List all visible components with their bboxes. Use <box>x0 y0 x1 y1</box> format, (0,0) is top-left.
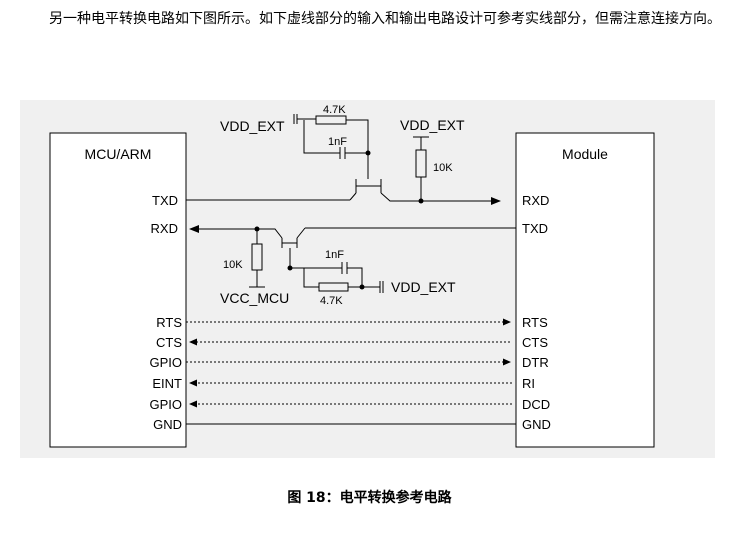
module-block-title: Module <box>562 146 608 162</box>
top-level-shift-circuit <box>186 114 501 205</box>
vcc-mcu-label: VCC_MCU <box>220 290 289 306</box>
mcu-signal-cts: CTS <box>156 335 182 350</box>
capacitor-1nf-label: 1nF <box>328 136 347 148</box>
resistor-10k-label: 10K <box>433 162 453 174</box>
mcu-signal-txd: TXD <box>152 193 178 208</box>
mcu-signal-gpio: GPIO <box>149 355 182 370</box>
module-signal-dcd: DCD <box>522 397 550 412</box>
mcu-signal-eint: EINT <box>152 376 182 391</box>
module-signal-cts: CTS <box>522 335 548 350</box>
module-signal-rts: RTS <box>522 315 548 330</box>
mcu-signal-rts: RTS <box>156 315 182 330</box>
junction-dot <box>287 265 293 271</box>
junction-dot <box>365 150 371 156</box>
module-block <box>515 132 655 448</box>
module-signal-gnd: GND <box>522 417 551 432</box>
vdd-ext-label: VDD_EXT <box>220 118 285 134</box>
intro-paragraph: 另一种电平转换电路如下图所示。如下虚线部分的输入和输出电路设计可参考实线部分，但… <box>49 11 721 27</box>
module-signal-txd: TXD <box>522 221 548 236</box>
module-signal-rxd: RXD <box>522 193 549 208</box>
mcu-signal-gpio: GPIO <box>149 397 182 412</box>
mcu-signal-rxd: RXD <box>151 221 178 236</box>
signal-lines <box>186 318 516 425</box>
resistor-10k-label: 10K <box>223 259 243 271</box>
junction-dot <box>418 198 424 204</box>
junction-dot <box>359 284 365 290</box>
module-signal-ri: RI <box>522 376 535 391</box>
bottom-level-shift-circuit <box>189 225 516 293</box>
figure-caption: 图 18：电平转换参考电路 <box>287 490 452 506</box>
resistor-4k7-label: 4.7K <box>323 104 346 116</box>
vdd-ext-label: VDD_EXT <box>400 117 465 133</box>
junction-dot <box>254 226 260 232</box>
mcu-block <box>49 132 187 448</box>
capacitor-1nf-label: 1nF <box>325 249 344 261</box>
resistor-4k7-label: 4.7K <box>320 295 343 307</box>
mcu-signal-gnd: GND <box>153 417 182 432</box>
mcu-block-title: MCU/ARM <box>85 146 152 162</box>
module-signal-dtr: DTR <box>522 355 549 370</box>
vdd-ext-label: VDD_EXT <box>391 279 456 295</box>
